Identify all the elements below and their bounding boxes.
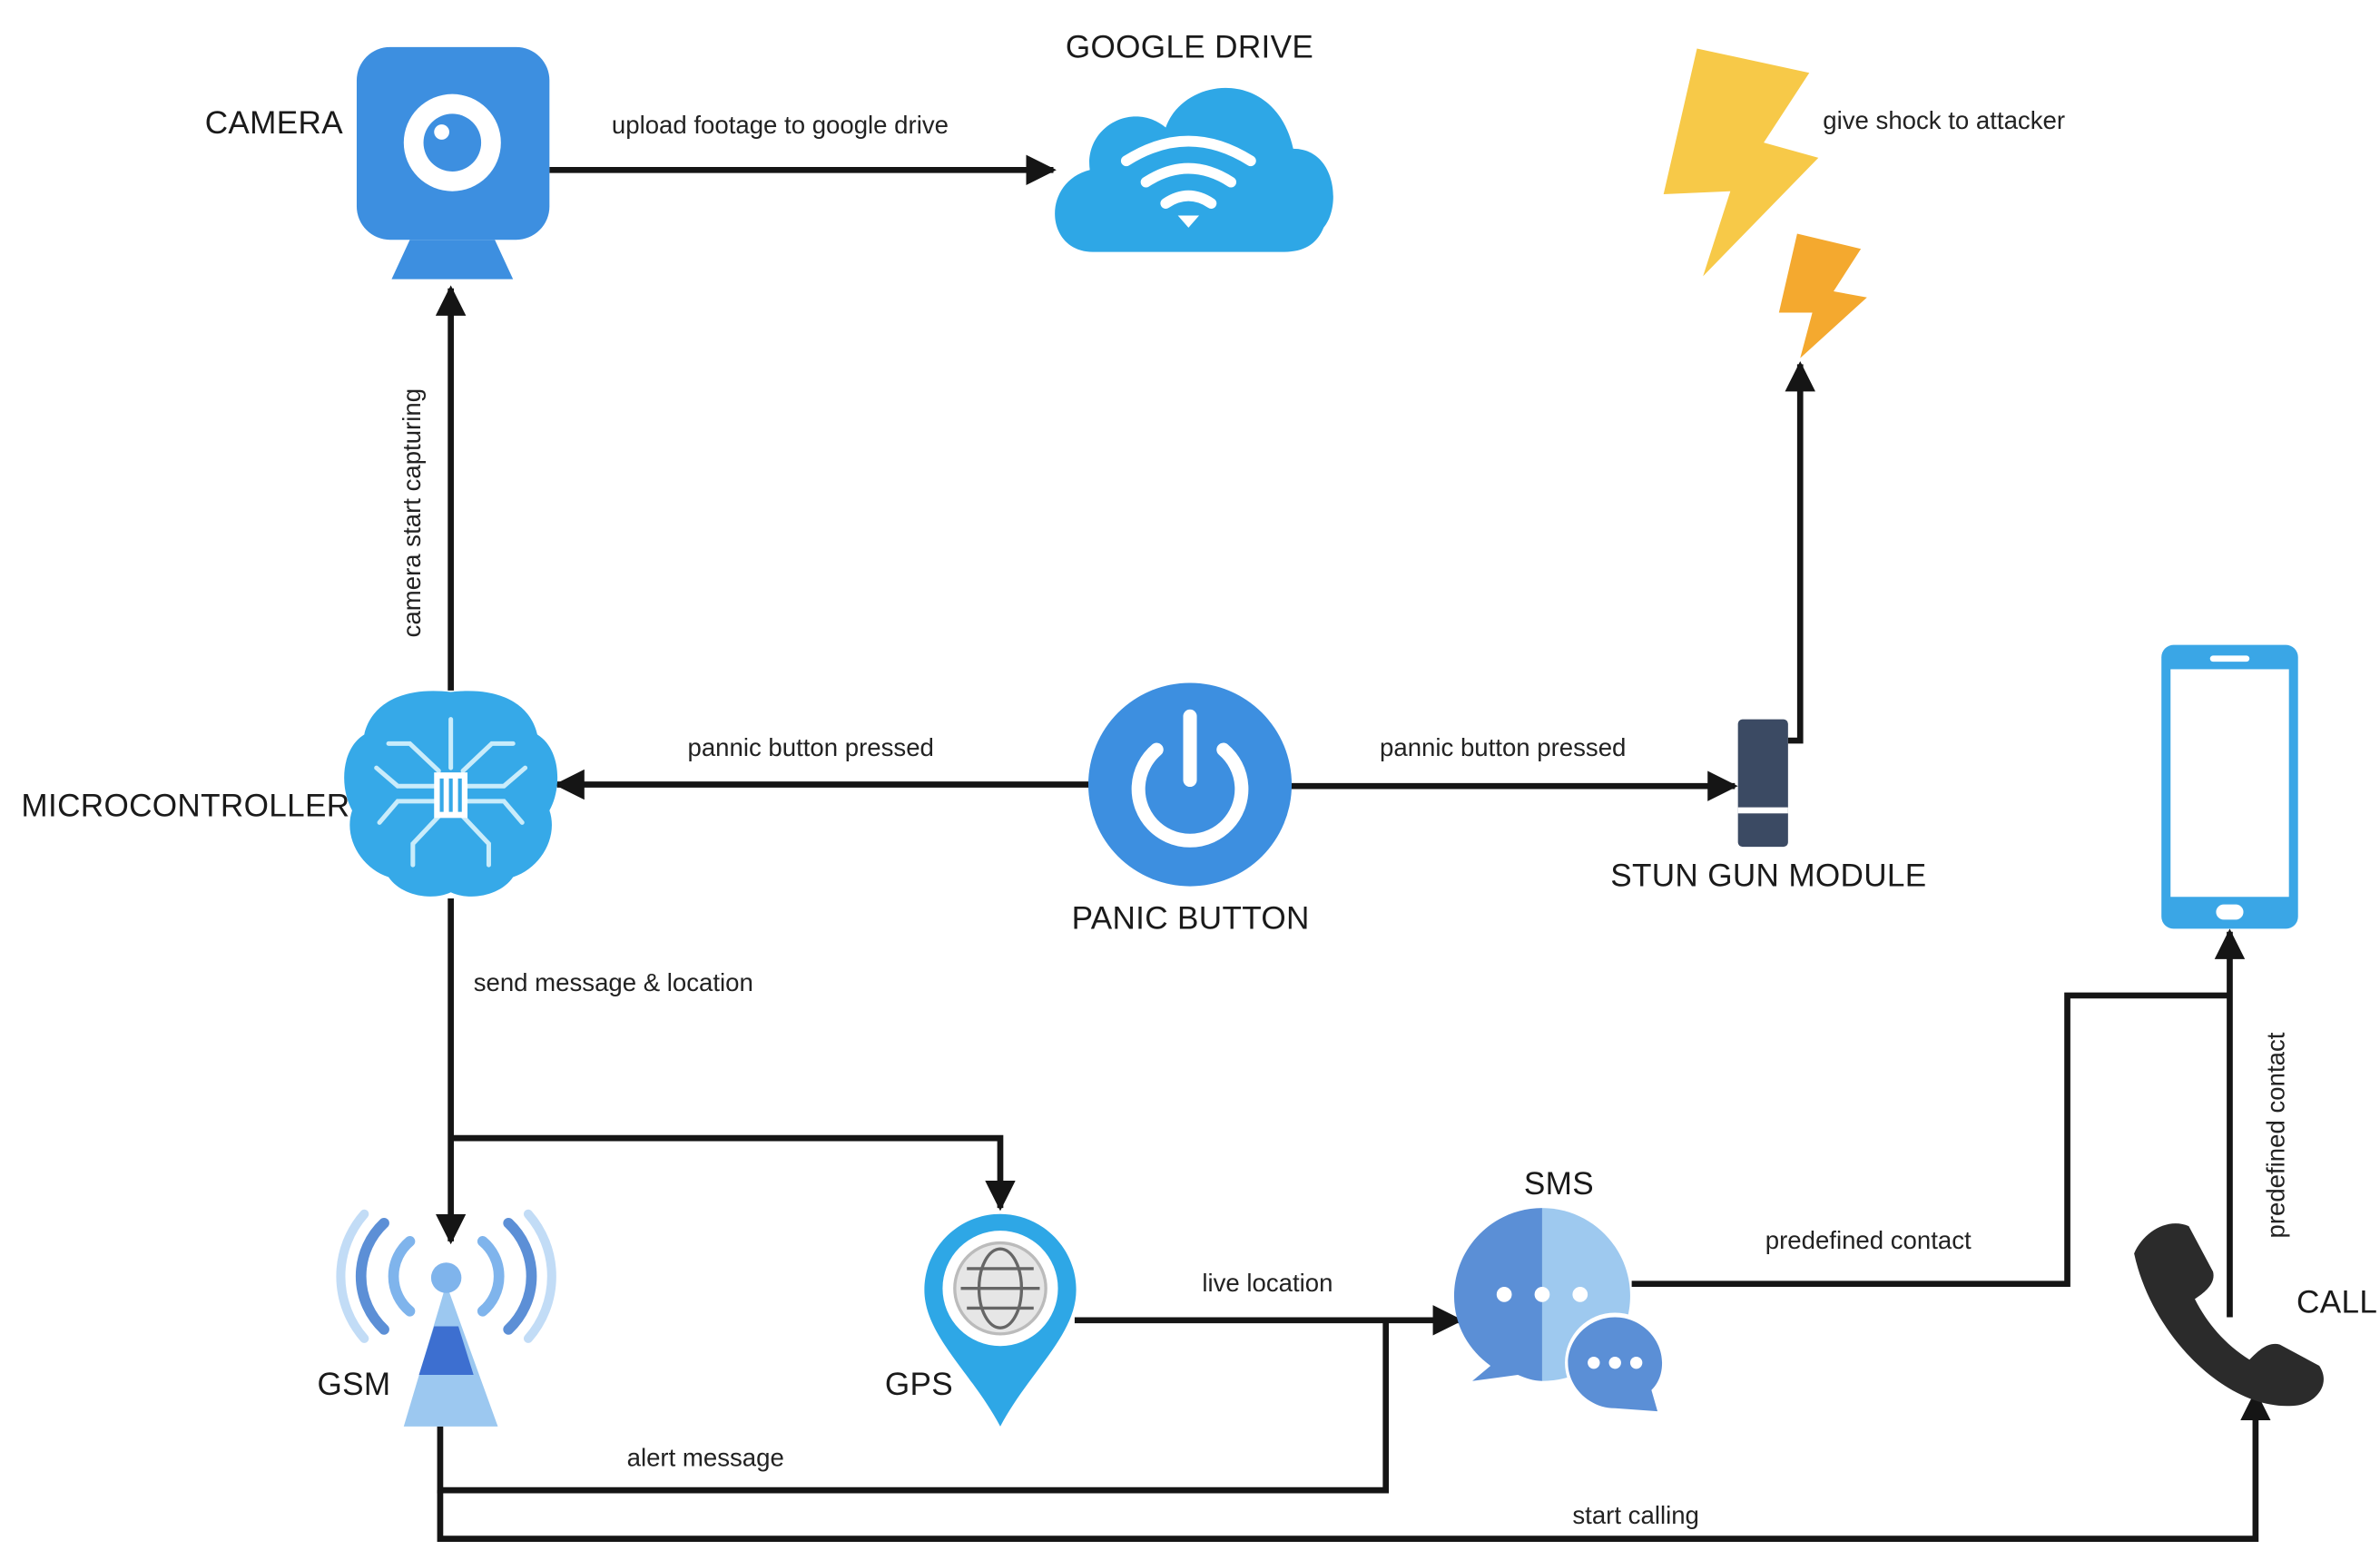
edge-label-start-calling: start calling (1572, 1501, 1698, 1529)
wire-micro-to-gps (450, 1134, 1016, 1212)
location-pin-icon (924, 1213, 1077, 1427)
label-gps: GPS (885, 1367, 953, 1402)
edge-label-camera-start: camera start capturing (398, 388, 426, 637)
edge-label-panic-right: pannic button pressed (1380, 733, 1626, 761)
label-microcontroller: MICROCONTROLLER (21, 789, 349, 824)
connectors (435, 154, 2271, 1542)
edge-label-upload: upload footage to google drive (612, 111, 949, 139)
edge-label-alert-message: alert message (627, 1443, 784, 1471)
label-sms: SMS (1524, 1166, 1594, 1202)
label-google-drive: GOOGLE DRIVE (1066, 30, 1313, 65)
edge-label-predefined-contact-h: predefined contact (1765, 1226, 1972, 1254)
camera-icon (356, 46, 550, 280)
wire-sms-to-phone (1631, 992, 2230, 1288)
node-labels: CAMERA GOOGLE DRIVE MICROCONTROLLER PANI… (21, 30, 2377, 1402)
edge-label-panic-left: pannic button pressed (688, 733, 934, 761)
smartphone-icon (2161, 644, 2298, 929)
wire-gsm-to-call (437, 1389, 2271, 1542)
cloud-icon (1055, 87, 1333, 252)
stun-gun-icon (1737, 719, 1788, 848)
wire-stungun-to-shock (1785, 360, 1815, 744)
label-gsm: GSM (317, 1367, 390, 1402)
edge-labels: upload footage to google drive camera st… (398, 106, 2289, 1529)
power-button-icon (1087, 682, 1293, 887)
label-call: CALL (2296, 1284, 2377, 1320)
edge-label-predefined-contact-v: predefined contact (2262, 1032, 2290, 1238)
edge-label-send-message: send message & location (474, 968, 753, 996)
label-stun-gun: STUN GUN MODULE (1610, 858, 1926, 894)
lightning-icon (1663, 48, 1867, 358)
label-panic-button: PANIC BUTTON (1072, 900, 1310, 936)
label-camera: CAMERA (205, 105, 343, 141)
wire-gsm-alert-to-sms (437, 1320, 1390, 1494)
phone-handset-icon (2134, 1223, 2324, 1407)
chat-bubbles-icon (1453, 1208, 1666, 1413)
edge-label-live-location: live location (1202, 1269, 1333, 1297)
microcontroller-icon (344, 691, 558, 897)
gsm-tower-icon (336, 1209, 556, 1427)
edge-label-give-shock: give shock to attacker (1823, 106, 2065, 134)
